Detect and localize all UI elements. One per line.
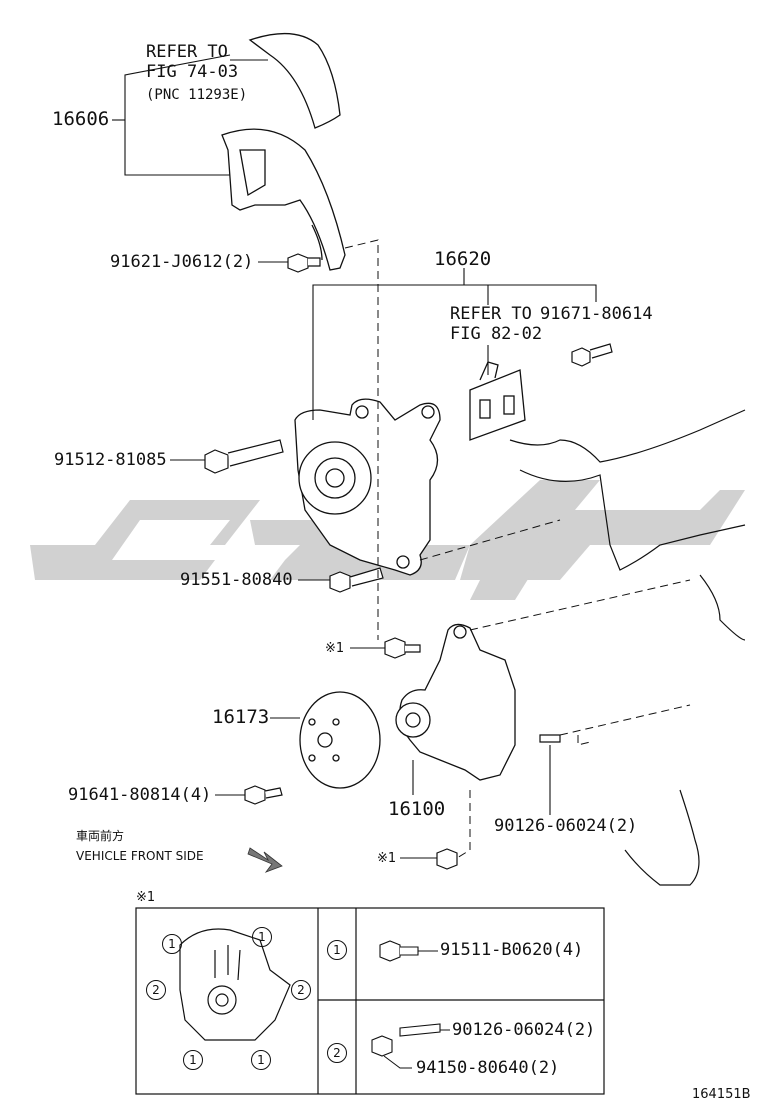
idler-pulley: [299, 691, 381, 789]
hole-marker: 1: [183, 1050, 203, 1070]
refer-fig82-line2: FIG 82-02: [450, 324, 543, 344]
part-94150: 94150-80640(2): [416, 1058, 560, 1078]
refer-fig74-line2: FIG 74-03: [146, 62, 239, 82]
detail-box-bolts: [371, 940, 441, 1057]
detail-box: [135, 907, 605, 1095]
hole-marker: 1: [252, 927, 272, 947]
part-16606: 16606: [52, 108, 110, 130]
engine-block-outline: [509, 409, 746, 886]
note-mark-2: ※1: [377, 851, 397, 866]
vehicle-front-arrow: [247, 847, 283, 873]
timing-cover-upper: [221, 32, 346, 271]
part-16100: 16100: [388, 798, 446, 820]
dashed-alignment-lines: [344, 239, 691, 859]
leader-lines: [112, 54, 597, 859]
direction-jp-label: 車両前方: [76, 829, 125, 843]
part-16173: 16173: [212, 706, 270, 728]
detail-box-title: ※1: [136, 890, 156, 905]
part-90126-main: 90126-06024(2): [494, 816, 638, 836]
part-91621: 91621-J0612(2): [110, 252, 254, 272]
water-pump: [395, 623, 516, 781]
part-91641: 91641-80814(4): [68, 785, 212, 805]
hole-marker: 2: [291, 980, 311, 1000]
part-91511: 91511-B0620(4): [440, 940, 584, 960]
hole-marker: 1: [251, 1050, 271, 1070]
part-91512: 91512-81085: [54, 450, 167, 470]
refer-fig74-line3: (PNC 11293E): [146, 87, 248, 103]
detail-box-leaders: [383, 950, 450, 1069]
row-marker: 2: [327, 1043, 347, 1063]
part-90126-detail: 90126-06024(2): [452, 1020, 596, 1040]
figure-code: 164151B: [692, 1087, 751, 1102]
hole-marker: 1: [162, 934, 182, 954]
part-91551: 91551-80840: [180, 570, 293, 590]
bracket-sensor: [469, 361, 526, 441]
bolts: [204, 253, 613, 870]
hole-marker: 2: [146, 980, 166, 1000]
note-mark-1: ※1: [325, 641, 345, 656]
row-marker: 1: [327, 940, 347, 960]
part-16620: 16620: [434, 248, 492, 270]
direction-en-label: VEHICLE FRONT SIDE: [76, 849, 204, 863]
part-91671: 91671-80614: [540, 304, 653, 324]
alternator-bracket: [294, 398, 441, 576]
refer-fig74-line1: REFER TO: [146, 42, 228, 62]
refer-fig82-line1: REFER TO: [450, 304, 532, 324]
